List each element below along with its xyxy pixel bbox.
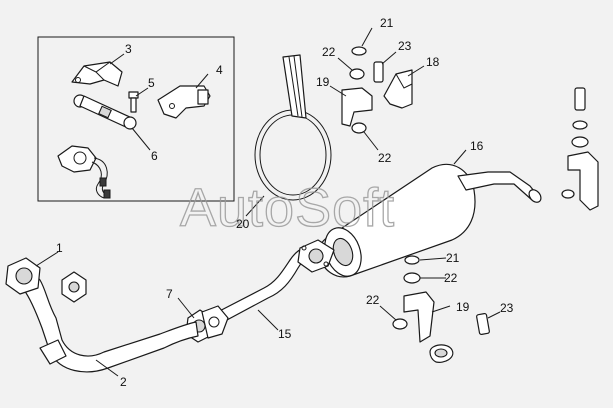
callout-7: 7 — [166, 287, 173, 301]
muffler — [318, 163, 542, 278]
callout-21-lower: 21 — [446, 251, 460, 265]
callout-23-lower: 23 — [500, 301, 514, 315]
callout-18: 18 — [426, 55, 440, 69]
heat-shield-bracket — [71, 61, 123, 87]
callout-3: 3 — [125, 42, 132, 56]
watermark-text: AutoSoft — [180, 178, 395, 238]
callout-23-upper: 23 — [398, 39, 412, 53]
callout-19-upper: 19 — [316, 75, 330, 89]
washer-22-top — [349, 68, 365, 80]
lower-hanger-set — [392, 255, 490, 363]
callout-15: 15 — [278, 327, 292, 341]
leader-lines — [35, 27, 501, 377]
callout-22-lower-right: 22 — [444, 271, 458, 285]
callout-22-upper: 22 — [322, 45, 336, 59]
bracket-18 — [383, 69, 413, 109]
oxygen-sensor — [73, 94, 137, 130]
callout-22-middle: 22 — [378, 151, 392, 165]
sensor-bracket — [157, 85, 211, 119]
front-exhaust-pipe — [5, 257, 199, 373]
front-gasket — [61, 271, 87, 303]
callout-4: 4 — [216, 63, 223, 77]
right-hanger-set — [561, 87, 599, 211]
hanger-19-top — [341, 87, 373, 127]
callout-labels: 1 2 3 4 5 6 7 15 16 18 19 19 20 21 21 22… — [56, 16, 514, 389]
callout-22-lower-left: 22 — [366, 293, 380, 307]
washer-21-top — [351, 46, 367, 56]
callout-19-lower: 19 — [456, 300, 470, 314]
sensor-connector — [57, 145, 111, 199]
intermediate-pipe — [205, 239, 335, 329]
callout-6: 6 — [151, 149, 158, 163]
callout-1: 1 — [56, 241, 63, 255]
rubber-hanger-ring — [254, 54, 332, 201]
callout-16: 16 — [470, 139, 484, 153]
callout-21-upper: 21 — [380, 16, 394, 30]
callout-20: 20 — [236, 217, 250, 231]
upper-hanger-set — [341, 46, 413, 134]
inset-frame — [37, 36, 235, 202]
callout-2: 2 — [120, 375, 127, 389]
callout-5: 5 — [148, 76, 155, 90]
sleeve-23-top — [373, 61, 384, 83]
